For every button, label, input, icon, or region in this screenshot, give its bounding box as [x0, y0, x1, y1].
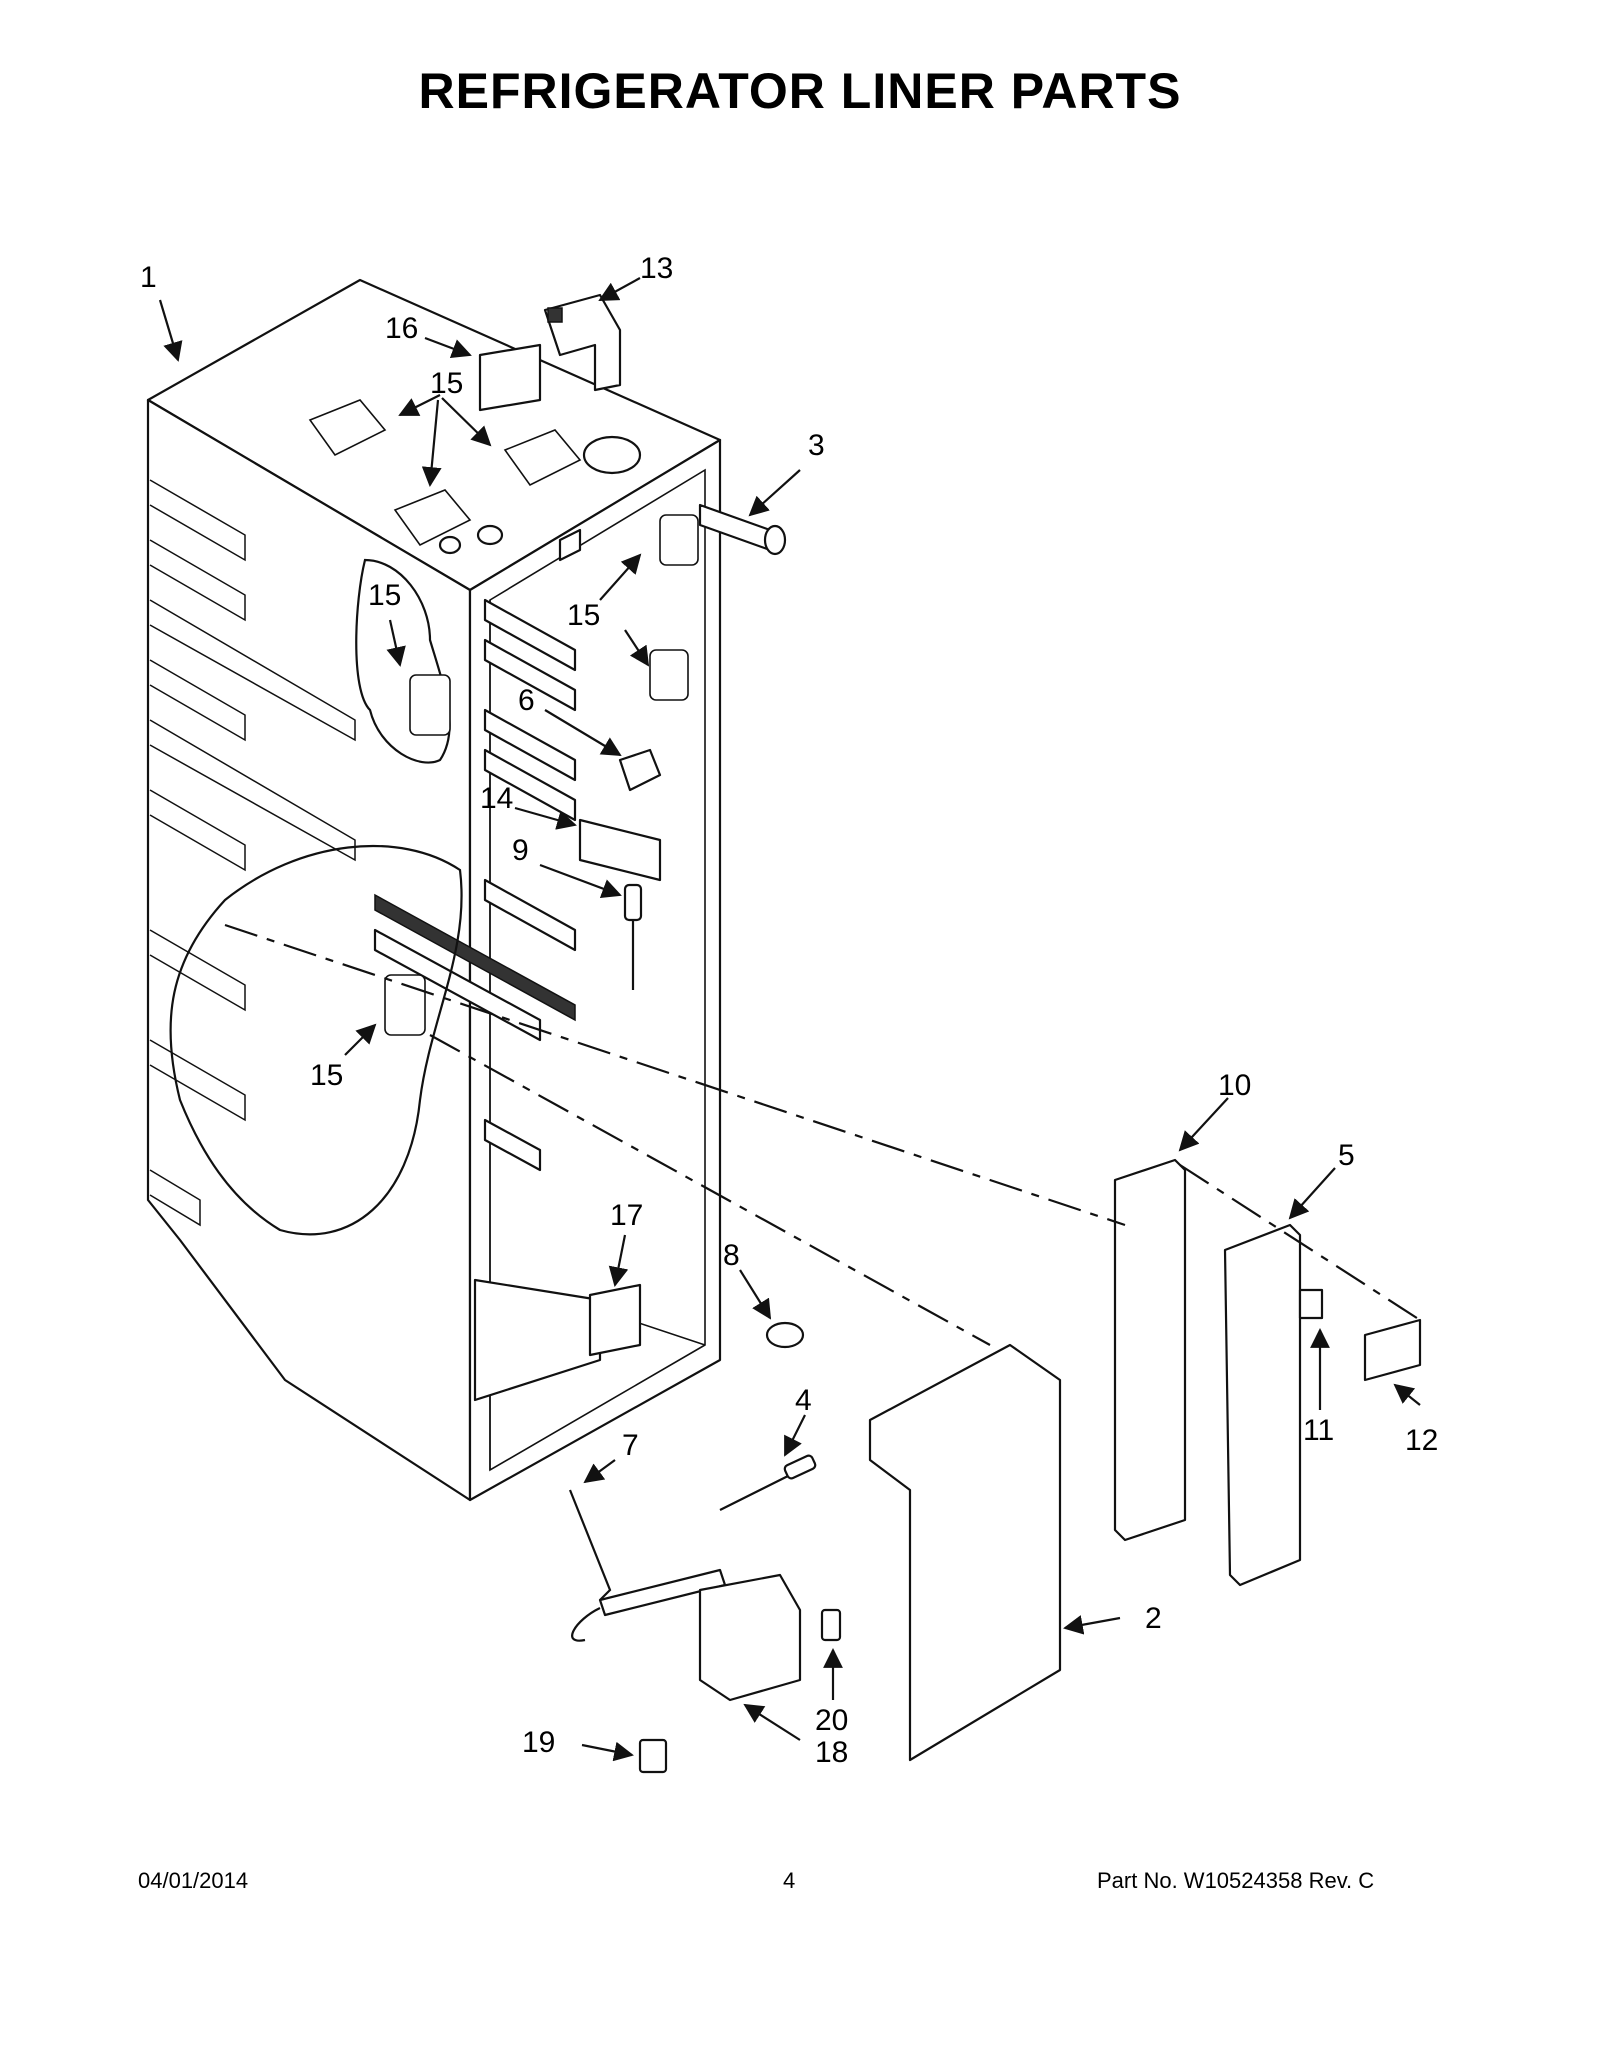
part-19-connector [638, 1738, 668, 1774]
callout-19: 19 [522, 1726, 555, 1759]
footer-part-number: Part No. W10524358 Rev. C [1097, 1868, 1375, 1893]
refrigerator-liner-part-1 [146, 278, 722, 1502]
callout-9: 9 [512, 834, 529, 867]
part-15-lamp-holders [308, 399, 699, 1036]
callout-14: 14 [480, 782, 513, 815]
part-6-component [618, 748, 662, 792]
callout-13: 13 [640, 252, 673, 285]
liner-inner-shelf-rails [373, 528, 582, 1172]
part-13-bracket [543, 293, 622, 392]
callout-7: 7 [622, 1429, 639, 1462]
part-9-sensor [623, 883, 643, 990]
cutaway-window-upper [355, 558, 451, 764]
callout-17: 17 [610, 1199, 643, 1232]
part-20-connector [820, 1608, 842, 1642]
part-2-evaporator-cover [868, 1343, 1062, 1762]
part-16-label-plate [478, 343, 542, 412]
callout-11: 11 [1303, 1414, 1334, 1447]
page-title: REFRIGERATOR LINER PARTS [418, 63, 1182, 119]
liner-top-opening [582, 435, 642, 475]
callout-18: 18 [815, 1736, 848, 1769]
part-12-damper [1363, 1318, 1422, 1382]
callout-16: 16 [385, 312, 418, 345]
callout-6: 6 [518, 684, 535, 717]
footer-page-number: 4 [783, 1868, 796, 1893]
part-18-housing [698, 1573, 802, 1702]
callout-3: 3 [808, 429, 825, 462]
liner-lower-bin [473, 1278, 602, 1402]
part-14-housing [578, 818, 662, 882]
callout-15-left: 15 [368, 579, 401, 612]
callout-4: 4 [795, 1384, 812, 1417]
callout-15-top: 15 [430, 367, 463, 400]
callout-20: 20 [815, 1704, 848, 1737]
callout-12: 12 [1405, 1424, 1438, 1457]
callout-2: 2 [1145, 1602, 1162, 1635]
assembly-lines [224, 923, 1421, 1346]
liner-shelf-ribs [149, 479, 356, 1227]
callout-10: 10 [1218, 1069, 1251, 1102]
part-4-probe [719, 1454, 817, 1511]
callout-15-lower: 15 [310, 1059, 343, 1092]
liner-left-face [146, 398, 472, 1502]
part-3-filter-housing [698, 503, 787, 556]
part-17-fan [588, 1283, 642, 1357]
part-10-panel [1113, 1158, 1187, 1542]
callout-1: 1 [140, 261, 157, 294]
part-5-duct [1223, 1223, 1302, 1587]
cutaway-window-lower [169, 844, 463, 1236]
footer-date: 04/01/2014 [138, 1868, 249, 1893]
leader-arrows [158, 277, 1421, 1762]
part-11-grille [1298, 1288, 1324, 1320]
callout-5: 5 [1338, 1139, 1355, 1172]
part-8-plug [765, 1321, 805, 1349]
callout-labels: 1 13 16 15 3 15 15 6 14 9 15 17 8 4 7 10… [140, 252, 1438, 1769]
callout-8: 8 [723, 1239, 740, 1272]
callout-15-right: 15 [567, 599, 600, 632]
